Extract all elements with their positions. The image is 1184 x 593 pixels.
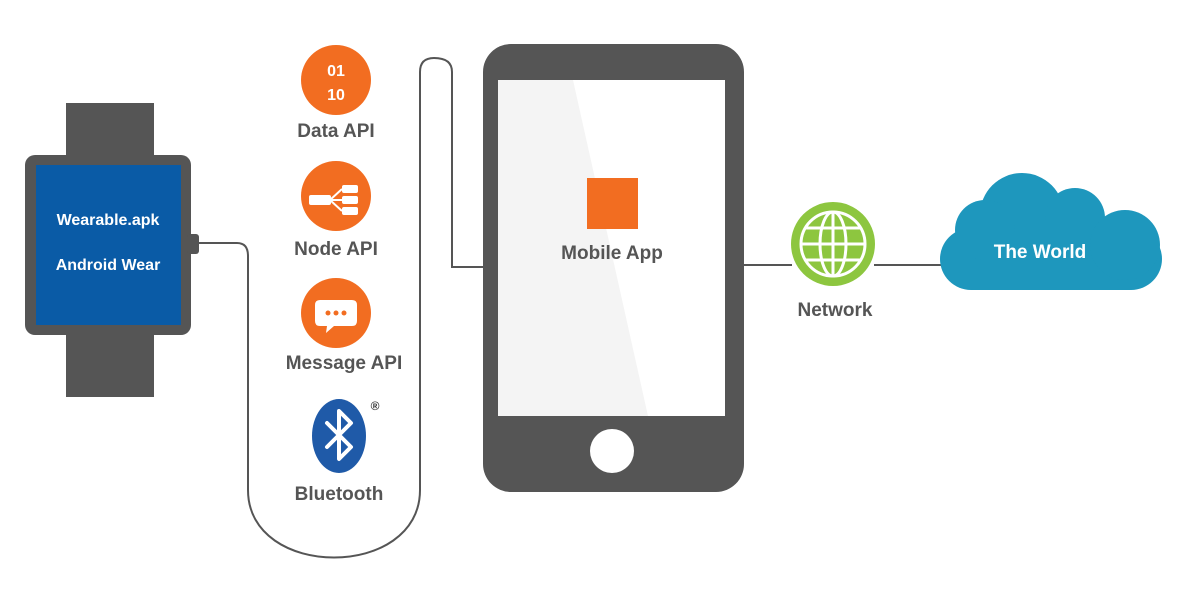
watch-strap-top [66,103,154,159]
bluetooth-group: ® Bluetooth [295,399,384,505]
node-tree-leaf-3 [342,207,358,215]
bluetooth-rune [325,409,353,461]
speech-bubble-icon [315,300,357,333]
network-group: Network [791,202,875,321]
mobile-app-icon [587,178,638,229]
phone-screen-glare [573,80,725,416]
data-api-label: Data API [297,121,374,142]
watch-crown [187,234,199,254]
network-label: Network [798,300,873,321]
bluetooth-label: Bluetooth [295,484,384,505]
mobile-phone: Mobile App [483,44,744,492]
watch-label-apk: Wearable.apk [57,212,160,229]
watch-to-phone-connector [198,56,483,559]
registered-trademark-mark: ® [371,399,380,413]
node-tree-leaf-1 [342,185,358,193]
data-api-icon [301,45,371,115]
message-api-group: Message API [286,278,403,374]
bubble-dot-2 [333,310,339,316]
globe-grid [799,210,867,278]
phone-home-button [590,429,634,473]
bubble-dot-3 [341,310,347,316]
watch-label-platform: Android Wear [56,257,161,274]
watch-screen [36,165,181,325]
wearable-watch: Wearable.apk Android Wear [25,103,199,397]
cloud-icon [940,173,1162,290]
data-api-icon-binary-bottom: 10 [327,87,345,104]
node-api-group: Node API [294,161,378,260]
cloud-label: The World [994,242,1087,263]
data-api-icon-binary-top: 01 [327,63,345,80]
node-tree-root [309,195,331,205]
node-tree-leaf-2 [342,196,358,204]
data-api-group: 01 10 Data API [297,45,375,142]
node-api-label: Node API [294,239,378,260]
bubble-dot-1 [325,310,331,316]
message-api-label: Message API [286,353,403,374]
mobile-app-label: Mobile App [561,243,663,264]
cloud-group: The World [940,173,1162,290]
watch-strap-bottom [66,329,154,397]
